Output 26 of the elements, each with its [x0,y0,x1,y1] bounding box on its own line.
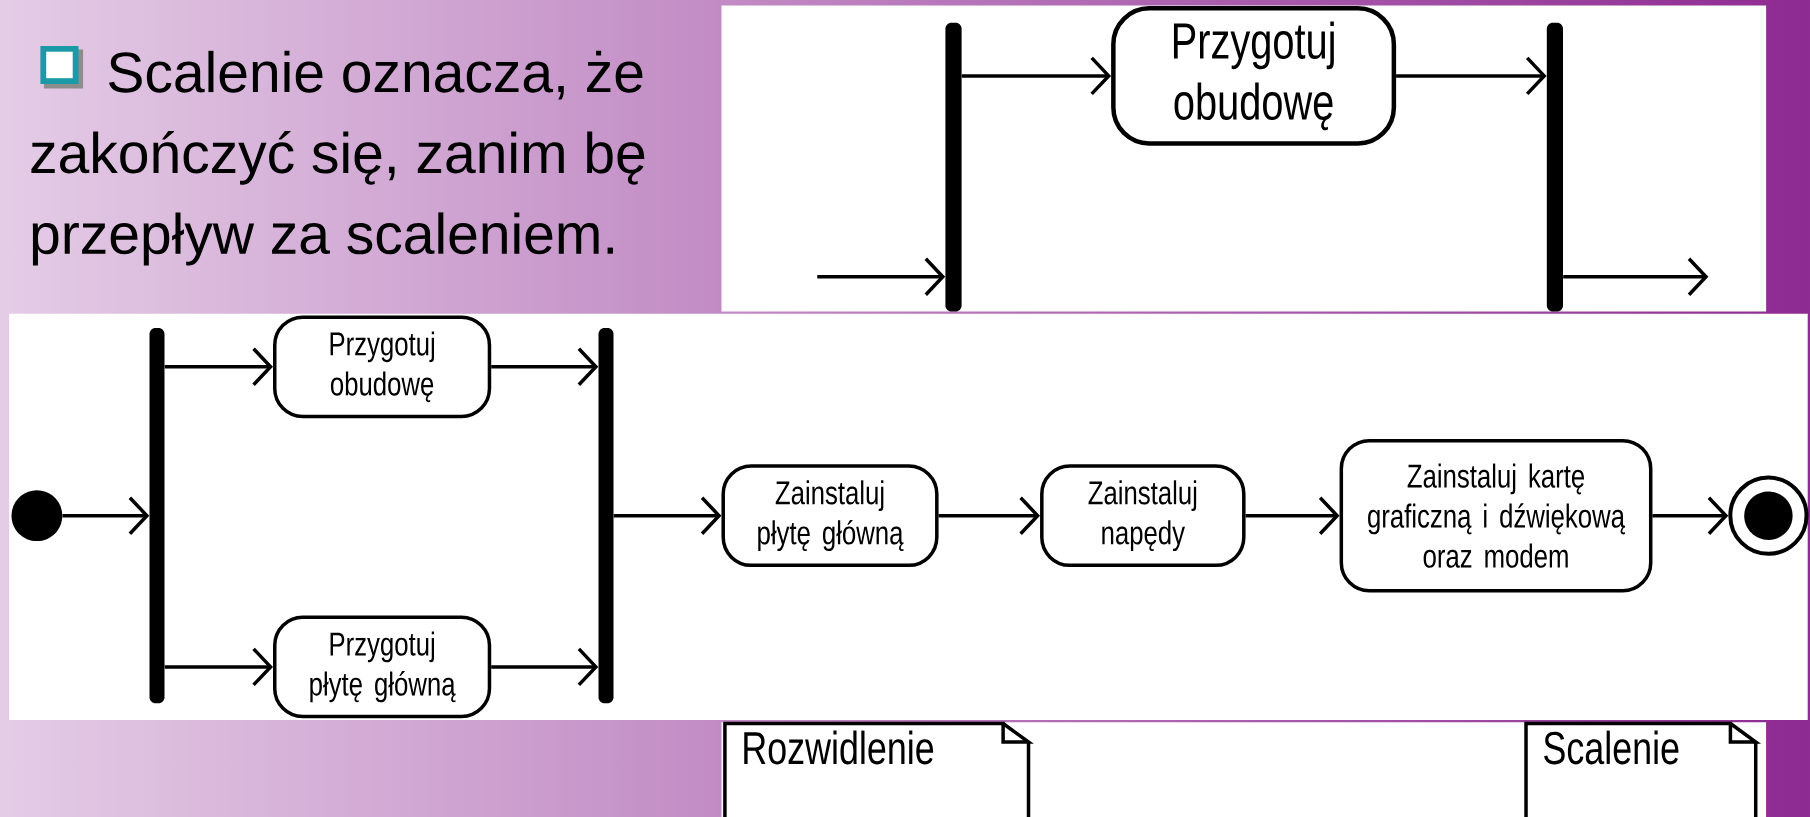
end-circle [1728,475,1809,556]
action-box: Przygotuj obudowę [273,315,492,419]
arrow [1396,56,1547,96]
arrow [938,496,1041,535]
arrow [1563,257,1709,296]
arrow [164,647,273,687]
arrow [164,347,273,386]
arrow [62,496,150,535]
arrow [1245,496,1340,535]
action-box: Zainstaluj płytę główną [721,464,939,568]
action-box: Zainstaluj kartę graficzną i dźwiękową oraz modem [1339,438,1653,593]
arrow [491,347,599,386]
action-box: Zainstaluj napędy [1040,464,1246,568]
action-box: Przygotuj płytę główną [273,615,492,719]
note-box: Rozwidlenie [723,721,1034,817]
action-box: Przygotuj obudowę [1111,6,1397,146]
arrow [491,647,599,687]
slide-text: Scalenie oznacza, że [109,50,643,100]
arrow [817,257,946,296]
slide-text: przepływ za scaleniem. [32,212,613,266]
arrow [613,496,722,535]
start-circle [11,490,63,542]
slide-text: zakończyć się, zanim bę [31,130,645,185]
note-box: Scalenie [1524,721,1762,817]
arrow [961,56,1112,96]
sync-bar [945,22,962,312]
